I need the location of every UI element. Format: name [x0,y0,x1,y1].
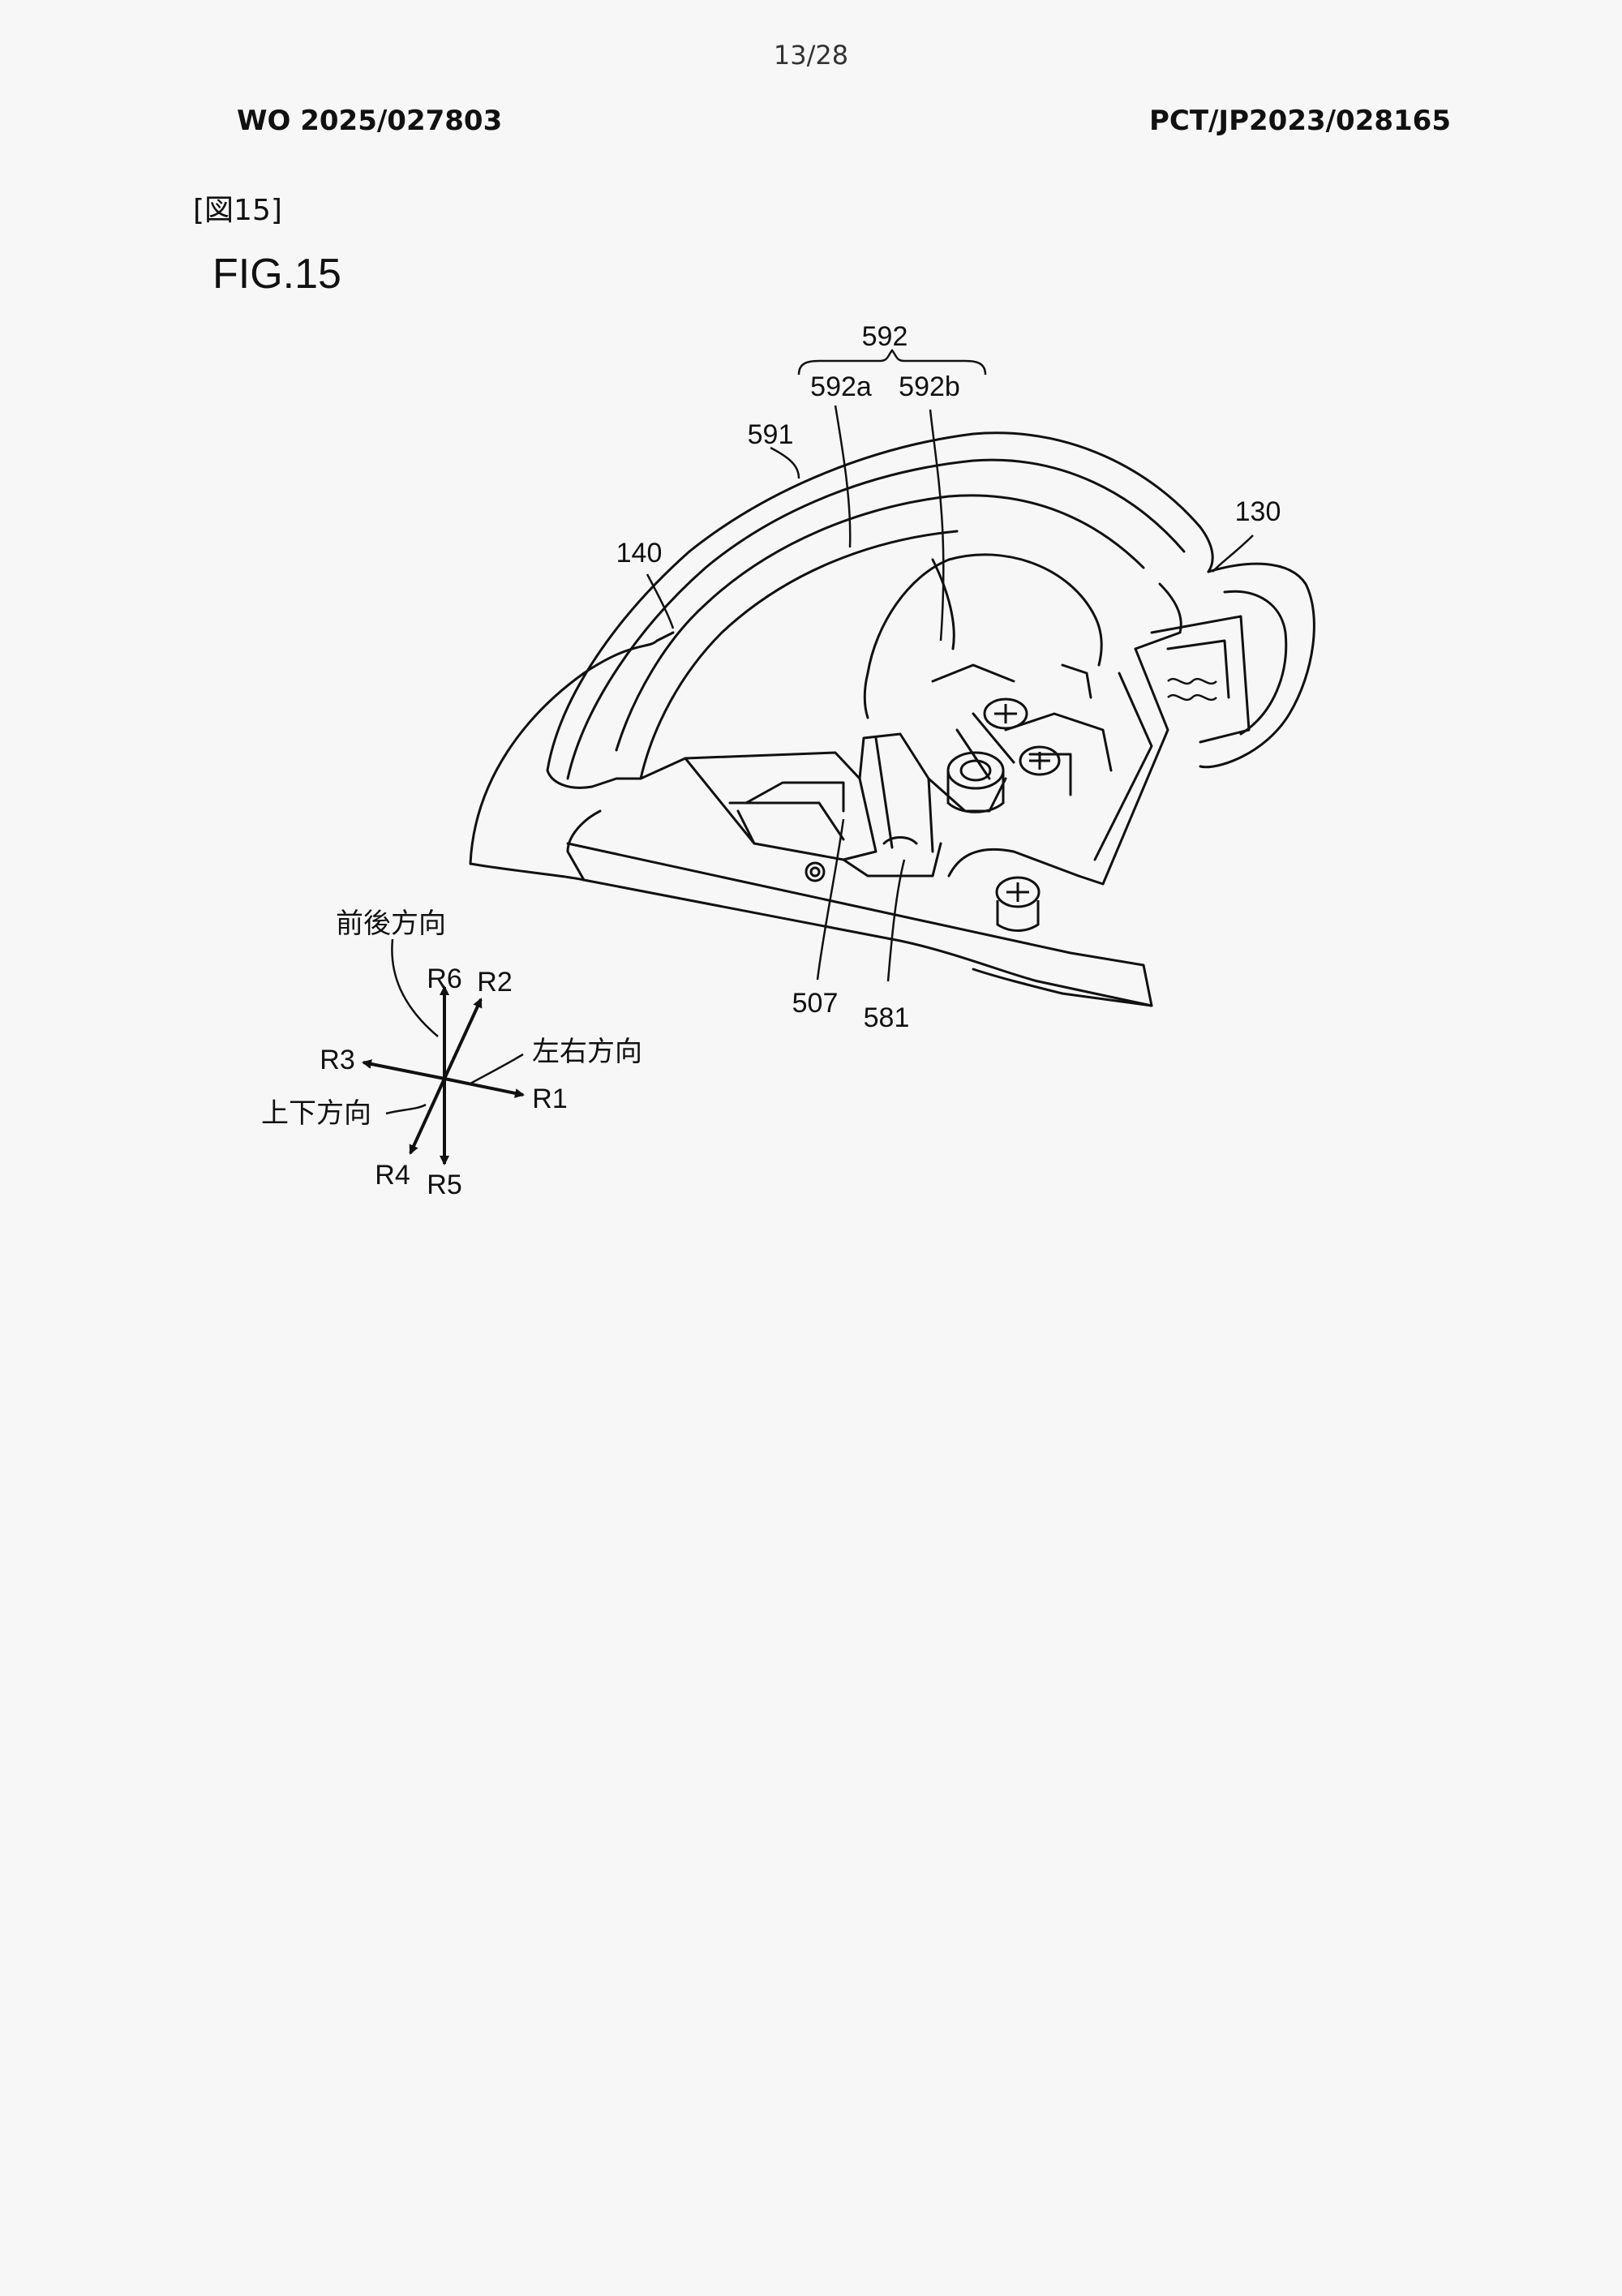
cover-591 [546,431,1214,772]
leader-507 [816,818,845,981]
arrow-r3 [362,1059,445,1080]
ref-140: 140 [616,538,663,569]
publication-number: WO 2025/027803 [237,105,503,137]
ref-591: 591 [748,419,794,450]
leader-front-back [391,938,439,1037]
label-left-right: 左右方向 [532,1036,642,1068]
leader-left-right [470,1053,524,1085]
housing-outline [469,631,675,865]
leader-lines [646,349,1254,982]
block-507 [684,757,878,861]
ref-507: 507 [792,988,839,1019]
direction-diagram: 前後方向 左右方向 上下方向 R6 R2 R3 R1 R4 R5 [261,908,642,1200]
application-number: PCT/JP2023/028165 [1148,105,1451,137]
part-130 [1199,562,1315,769]
shroud-592 [639,751,861,780]
ref-581: 581 [864,1002,910,1033]
label-up-down: 上下方向 [261,1097,371,1130]
ref-130: 130 [1235,496,1281,527]
leader-up-down [385,1103,427,1115]
ref-592b: 592b [899,371,960,402]
label-r1: R1 [532,1084,567,1114]
ref-592a: 592a [810,371,872,402]
leader-130 [1212,534,1254,573]
label-r3: R3 [320,1045,354,1075]
figure-title: FIG.15 [212,251,341,298]
leader-140 [646,573,675,629]
screw-icon [983,697,1061,932]
label-r6: R6 [427,963,461,994]
leader-592a [834,405,852,548]
boss-icon [946,751,1005,813]
leader-592b [929,409,945,642]
arrow-r2 [443,998,483,1079]
label-front-back: 前後方向 [336,908,446,940]
device-illustration [469,431,1315,1007]
label-r4: R4 [375,1160,410,1191]
ref-592: 592 [862,321,908,352]
leader-581 [886,859,906,982]
arrow-r4 [409,1078,446,1155]
leader-591 [770,446,800,479]
arrow-r1 [444,1077,525,1098]
label-r2: R2 [477,967,512,998]
label-r5: R5 [427,1169,461,1200]
reference-labels: 592 592a 592b 591 140 130 507 581 [616,321,1281,1033]
figure-tag: [図15] [193,194,282,227]
brace-592 [797,349,987,376]
lever [1061,951,1153,1007]
page-number: 13/28 [773,40,849,71]
spring-icon [1167,677,1217,702]
tab-581 [858,732,934,853]
